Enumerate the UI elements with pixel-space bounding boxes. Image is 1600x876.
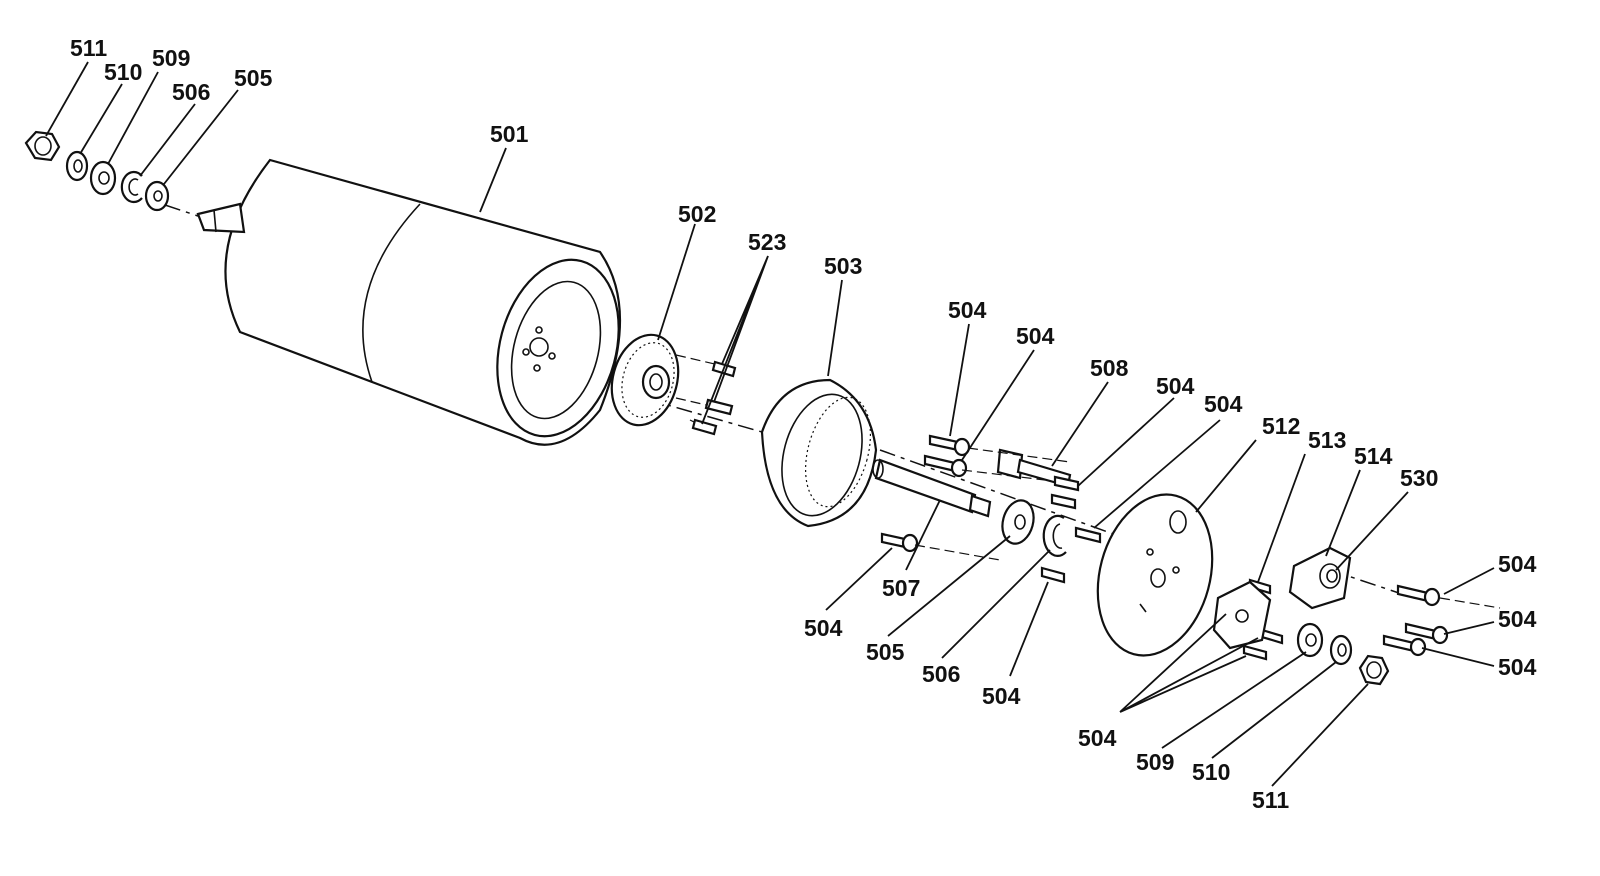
label-502: 502 <box>678 201 716 227</box>
hex-nut-511-left <box>24 130 61 162</box>
label-504-f: 504 <box>1498 606 1537 632</box>
label-505-center: 505 <box>866 639 905 665</box>
label-506-center: 506 <box>922 661 960 687</box>
bracket-514 <box>1288 546 1352 610</box>
label-505-left: 505 <box>234 65 273 91</box>
label-504-i: 504 <box>982 683 1021 709</box>
label-513: 513 <box>1308 427 1346 453</box>
label-504-g: 504 <box>1498 654 1537 680</box>
flat-washer-509-right <box>1296 622 1324 658</box>
gear-502 <box>610 333 680 427</box>
coupler-513 <box>1212 580 1272 650</box>
label-504-d: 504 <box>1204 391 1243 417</box>
label-510-left: 510 <box>104 59 142 85</box>
label-504-h: 504 <box>804 615 843 641</box>
screws-504 <box>880 434 1501 661</box>
motor-housing-501 <box>196 158 622 446</box>
label-512: 512 <box>1262 413 1300 439</box>
washer-505-left <box>144 180 170 212</box>
label-523: 523 <box>748 229 786 255</box>
flat-washer-509-left <box>89 160 117 196</box>
label-504-c: 504 <box>1156 373 1195 399</box>
label-504-a: 504 <box>948 297 987 323</box>
washer-505-center <box>1001 499 1035 545</box>
end-plate-512 <box>1096 493 1214 657</box>
label-530: 530 <box>1400 465 1438 491</box>
ring-housing-503 <box>760 378 878 528</box>
label-503: 503 <box>824 253 862 279</box>
label-511-right: 511 <box>1252 787 1289 813</box>
lock-washer-510-right <box>1329 634 1353 666</box>
retaining-ring-506-center <box>1042 514 1067 557</box>
lock-washer-510-left <box>65 150 89 182</box>
hex-nut-511-right <box>1358 654 1390 686</box>
label-504-e: 504 <box>1498 551 1537 577</box>
callout-labels: 511 510 509 506 505 501 502 523 503 504 … <box>70 35 1537 813</box>
label-514: 514 <box>1354 443 1393 469</box>
label-507: 507 <box>882 575 920 601</box>
label-510-right: 510 <box>1192 759 1230 785</box>
label-508: 508 <box>1090 355 1129 381</box>
label-504-b: 504 <box>1016 323 1055 349</box>
retaining-ring-506-left <box>120 170 143 204</box>
shaft-507 <box>872 458 992 518</box>
label-501: 501 <box>490 121 529 147</box>
label-511-left: 511 <box>70 35 107 61</box>
leader-lines <box>45 61 1495 787</box>
assembly-axis <box>164 204 1421 601</box>
label-509-left: 509 <box>152 45 190 71</box>
label-504-j: 504 <box>1078 725 1117 751</box>
label-506-left: 506 <box>172 79 210 105</box>
label-509-right: 509 <box>1136 749 1174 775</box>
